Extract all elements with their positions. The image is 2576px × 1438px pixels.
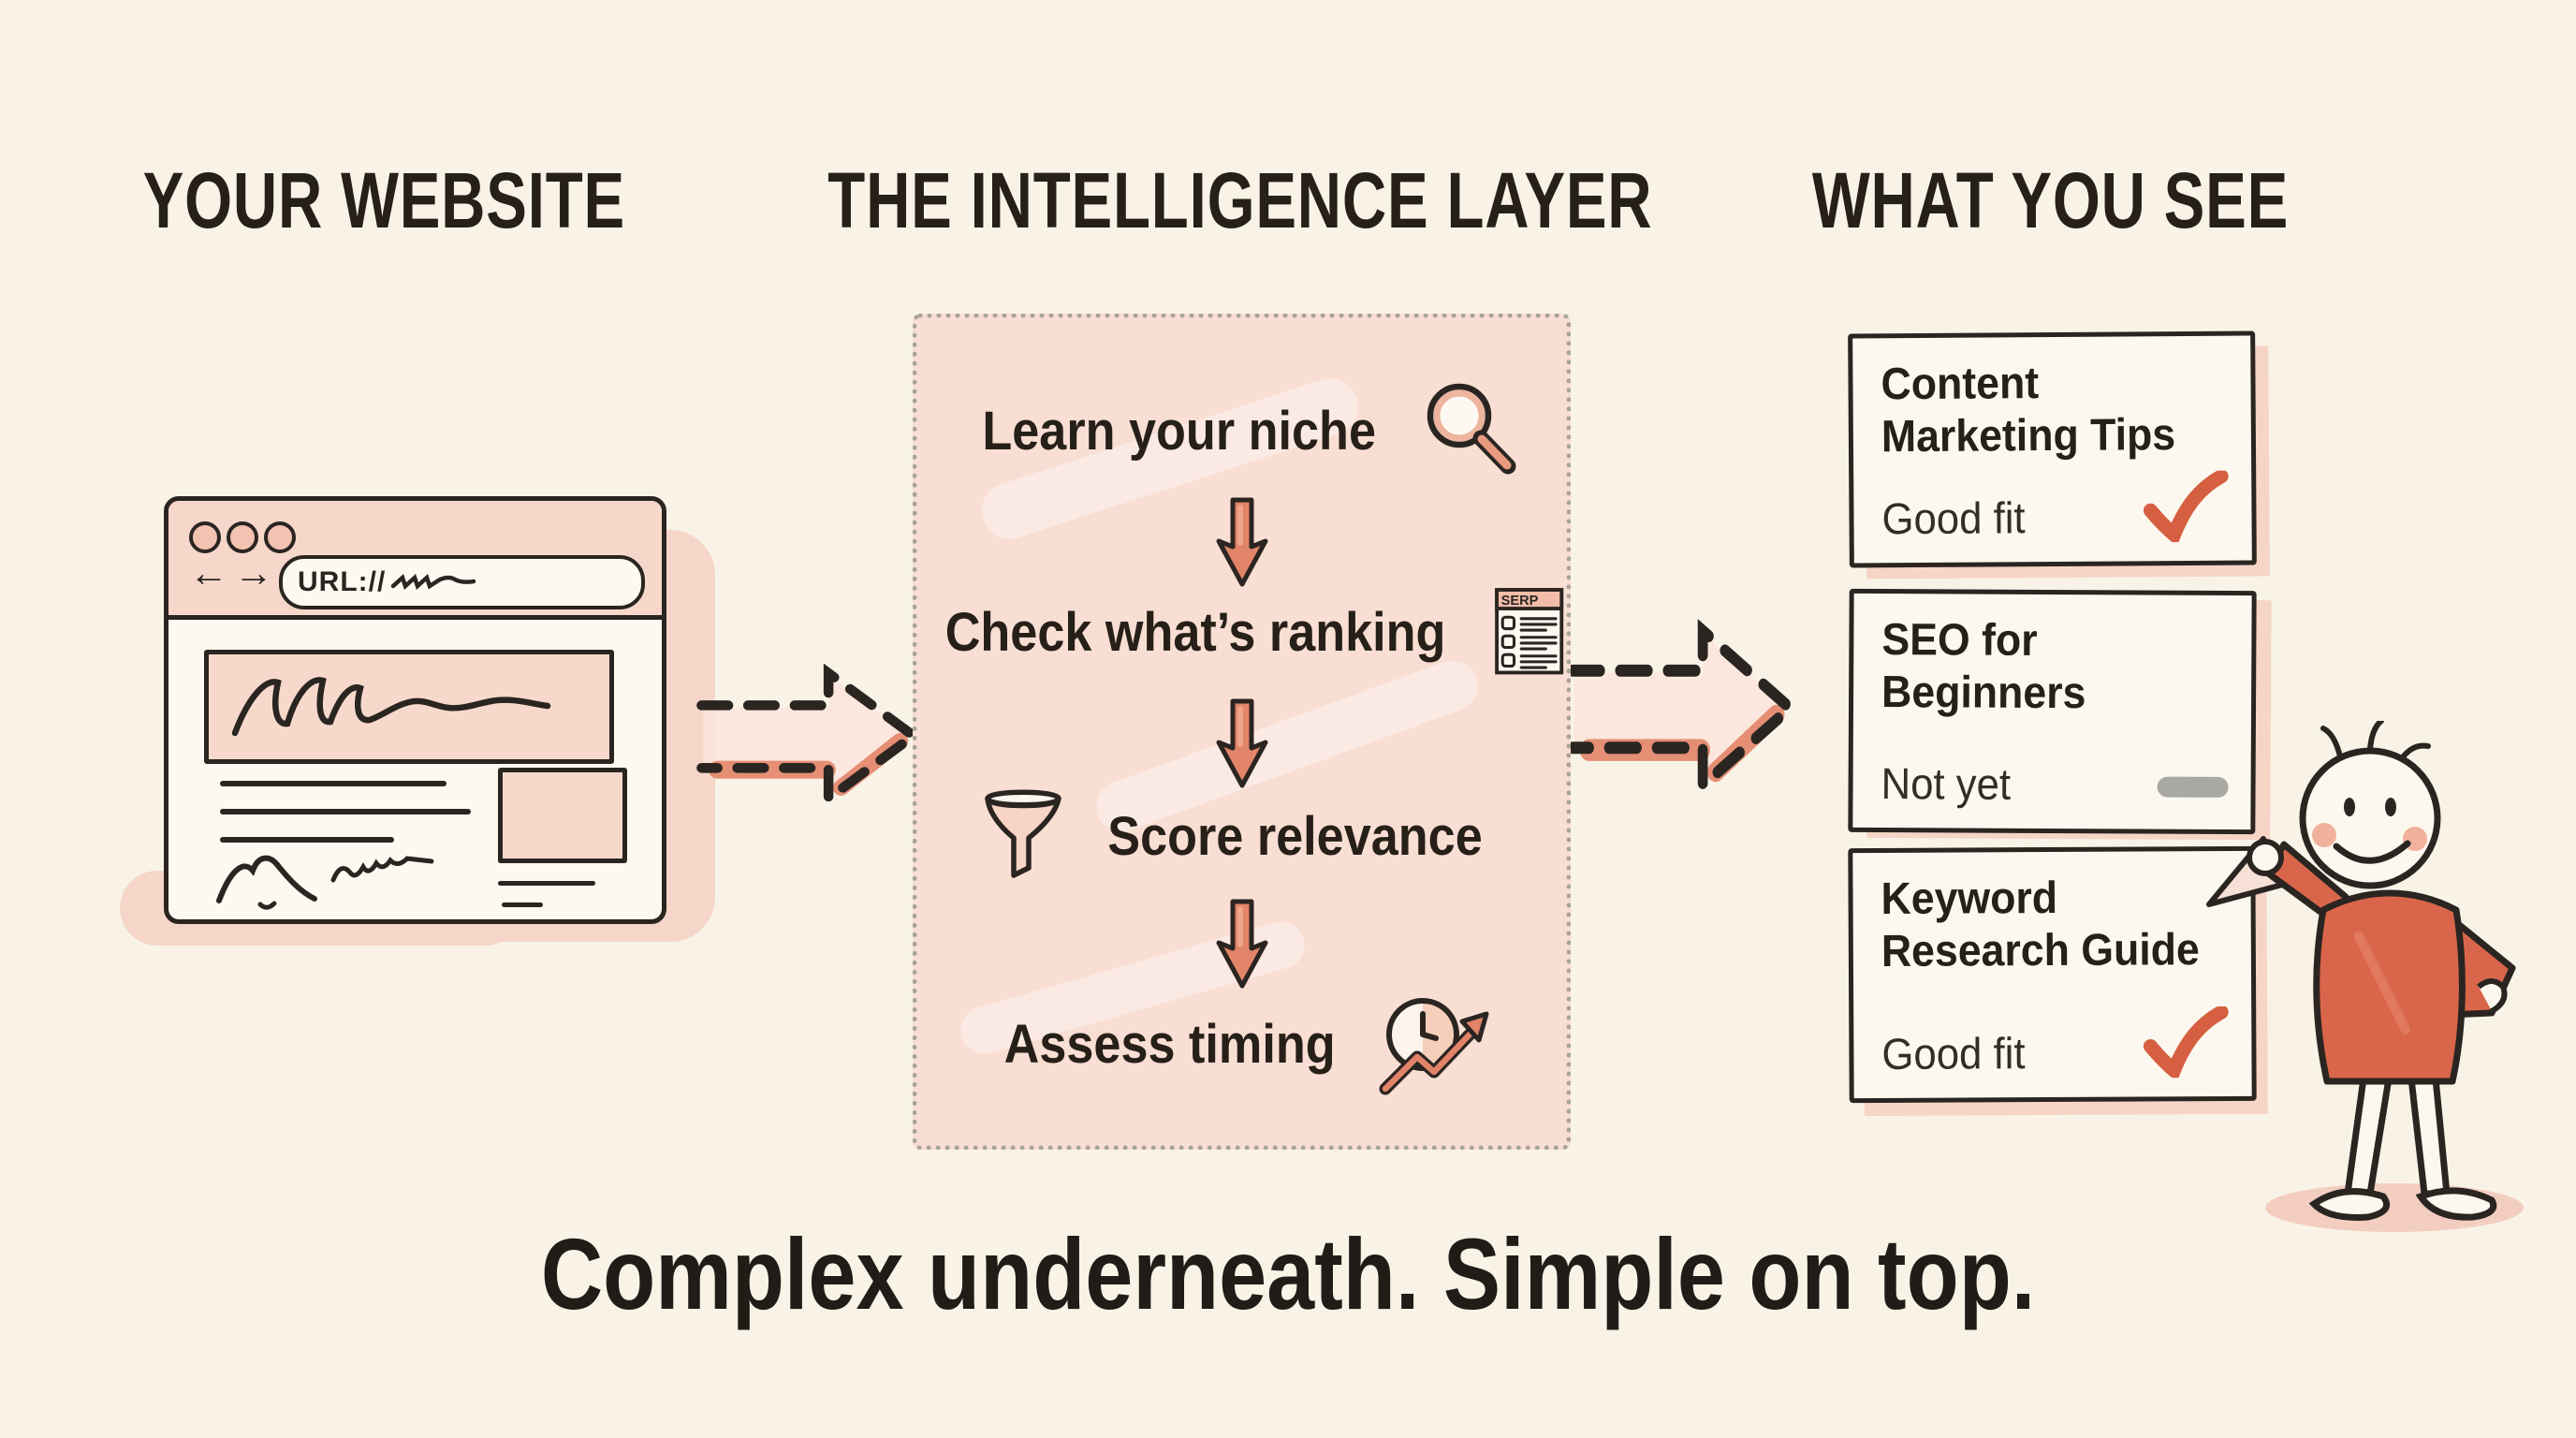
result-card: Content Marketing Tips Good fit: [1848, 330, 2257, 568]
hero-scribble-icon: [231, 677, 551, 737]
result-card: SEO for Beginners Not yet: [1848, 588, 2257, 835]
intelligence-box: Learn your niche Check what’s ranking SE…: [913, 314, 1571, 1150]
flow-arrow-icon: [696, 663, 922, 809]
hero-banner: [204, 650, 614, 764]
check-icon: [2143, 1006, 2229, 1078]
step-row-learn-niche: Learn your niche: [917, 374, 1566, 487]
card-title: Content Marketing Tips: [1881, 357, 2198, 463]
text-line: [220, 809, 471, 814]
down-arrow-icon: [1216, 899, 1267, 989]
step-label: Assess timing: [1003, 1013, 1336, 1075]
back-arrow-icon: ←: [189, 550, 228, 594]
window-dot-icon: [189, 521, 221, 553]
card-title-line: Marketing Tips: [1881, 409, 2176, 462]
text-line: [220, 781, 446, 786]
column-title-text: WHAT YOU SEE: [1811, 155, 2289, 244]
step-label: Score relevance: [1107, 805, 1483, 867]
scribble-line-icon: [330, 856, 434, 883]
window-dot-icon: [227, 521, 258, 553]
card-title-line: Beginners: [1881, 667, 2086, 718]
step-label: Learn your niche: [982, 400, 1376, 462]
window-dot-icon: [264, 521, 296, 553]
card-status-row: Good fit: [1881, 1006, 2229, 1079]
serp-label: SERP: [1501, 594, 1539, 609]
forward-arrow-icon: →: [234, 550, 273, 594]
down-arrow-row: [917, 896, 1566, 991]
magnifier-icon: [1427, 383, 1516, 475]
check-icon: [2143, 470, 2229, 543]
browser-window: ← → URL://: [164, 496, 666, 924]
figure-hand: [2247, 839, 2284, 876]
column-title-intelligence-layer: THE INTELLIGENCE LAYER: [827, 156, 1651, 244]
down-arrow-row: [917, 696, 1566, 791]
url-squiggle: [391, 574, 476, 590]
card-status: Good fit: [1881, 1028, 2026, 1078]
result-card: Keyword Research Guide Good fit: [1848, 845, 2257, 1104]
mountain-doodle-icon: [216, 855, 317, 910]
card-title-line: Research Guide: [1881, 924, 2200, 976]
caption-text: Complex underneath. Simple on top.: [540, 1217, 2036, 1330]
funnel-icon: [985, 789, 1061, 878]
serp-document-icon: SERP: [1495, 588, 1564, 675]
browser-toolbar: ← → URL://: [168, 501, 662, 620]
step-row-assess-timing: Assess timing: [917, 983, 1566, 1105]
text-line: [220, 837, 394, 843]
step-label: Check what’s ranking: [944, 601, 1446, 663]
step-row-score-relevance: Score relevance: [917, 780, 1566, 892]
thumbnail-box: [498, 768, 627, 863]
down-arrow-row: [917, 494, 1566, 590]
down-arrow-icon: [1216, 698, 1267, 788]
step-row-check-ranking: Check what’s ranking SERP: [917, 576, 1566, 688]
flow-arrow-icon: [1567, 619, 1799, 798]
card-title-line: Keyword: [1881, 873, 2058, 924]
browser-content: [168, 620, 662, 915]
column-title-your-website: YOUR WEBSITE: [122, 155, 646, 244]
card-title: SEO for Beginners: [1881, 614, 2101, 720]
down-arrow-icon: [1216, 497, 1267, 587]
card-status: Good fit: [1881, 492, 2026, 544]
text-line: [498, 858, 612, 863]
column-title-text: THE INTELLIGENCE LAYER: [827, 155, 1653, 244]
card-status-row: Good fit: [1881, 470, 2230, 545]
clock-trend-icon: [1379, 998, 1489, 1095]
caption: Complex underneath. Simple on top.: [0, 1215, 2576, 1332]
text-line: [498, 881, 595, 886]
url-bar: URL://: [279, 555, 645, 609]
column-title-text: YOUR WEBSITE: [142, 155, 625, 244]
dash-icon: [2157, 776, 2229, 798]
mascot-figure: [2247, 721, 2524, 1232]
card-title: Keyword Research Guide: [1881, 872, 2223, 977]
card-status: Not yet: [1881, 758, 2012, 809]
card-title-line: Content: [1881, 359, 2040, 410]
card-status-row: Not yet: [1881, 757, 2229, 811]
text-line: [502, 902, 543, 907]
card-title-line: SEO for: [1881, 615, 2038, 666]
column-title-what-you-see: WHAT YOU SEE: [1778, 155, 2321, 244]
url-label: URL://: [298, 566, 387, 597]
